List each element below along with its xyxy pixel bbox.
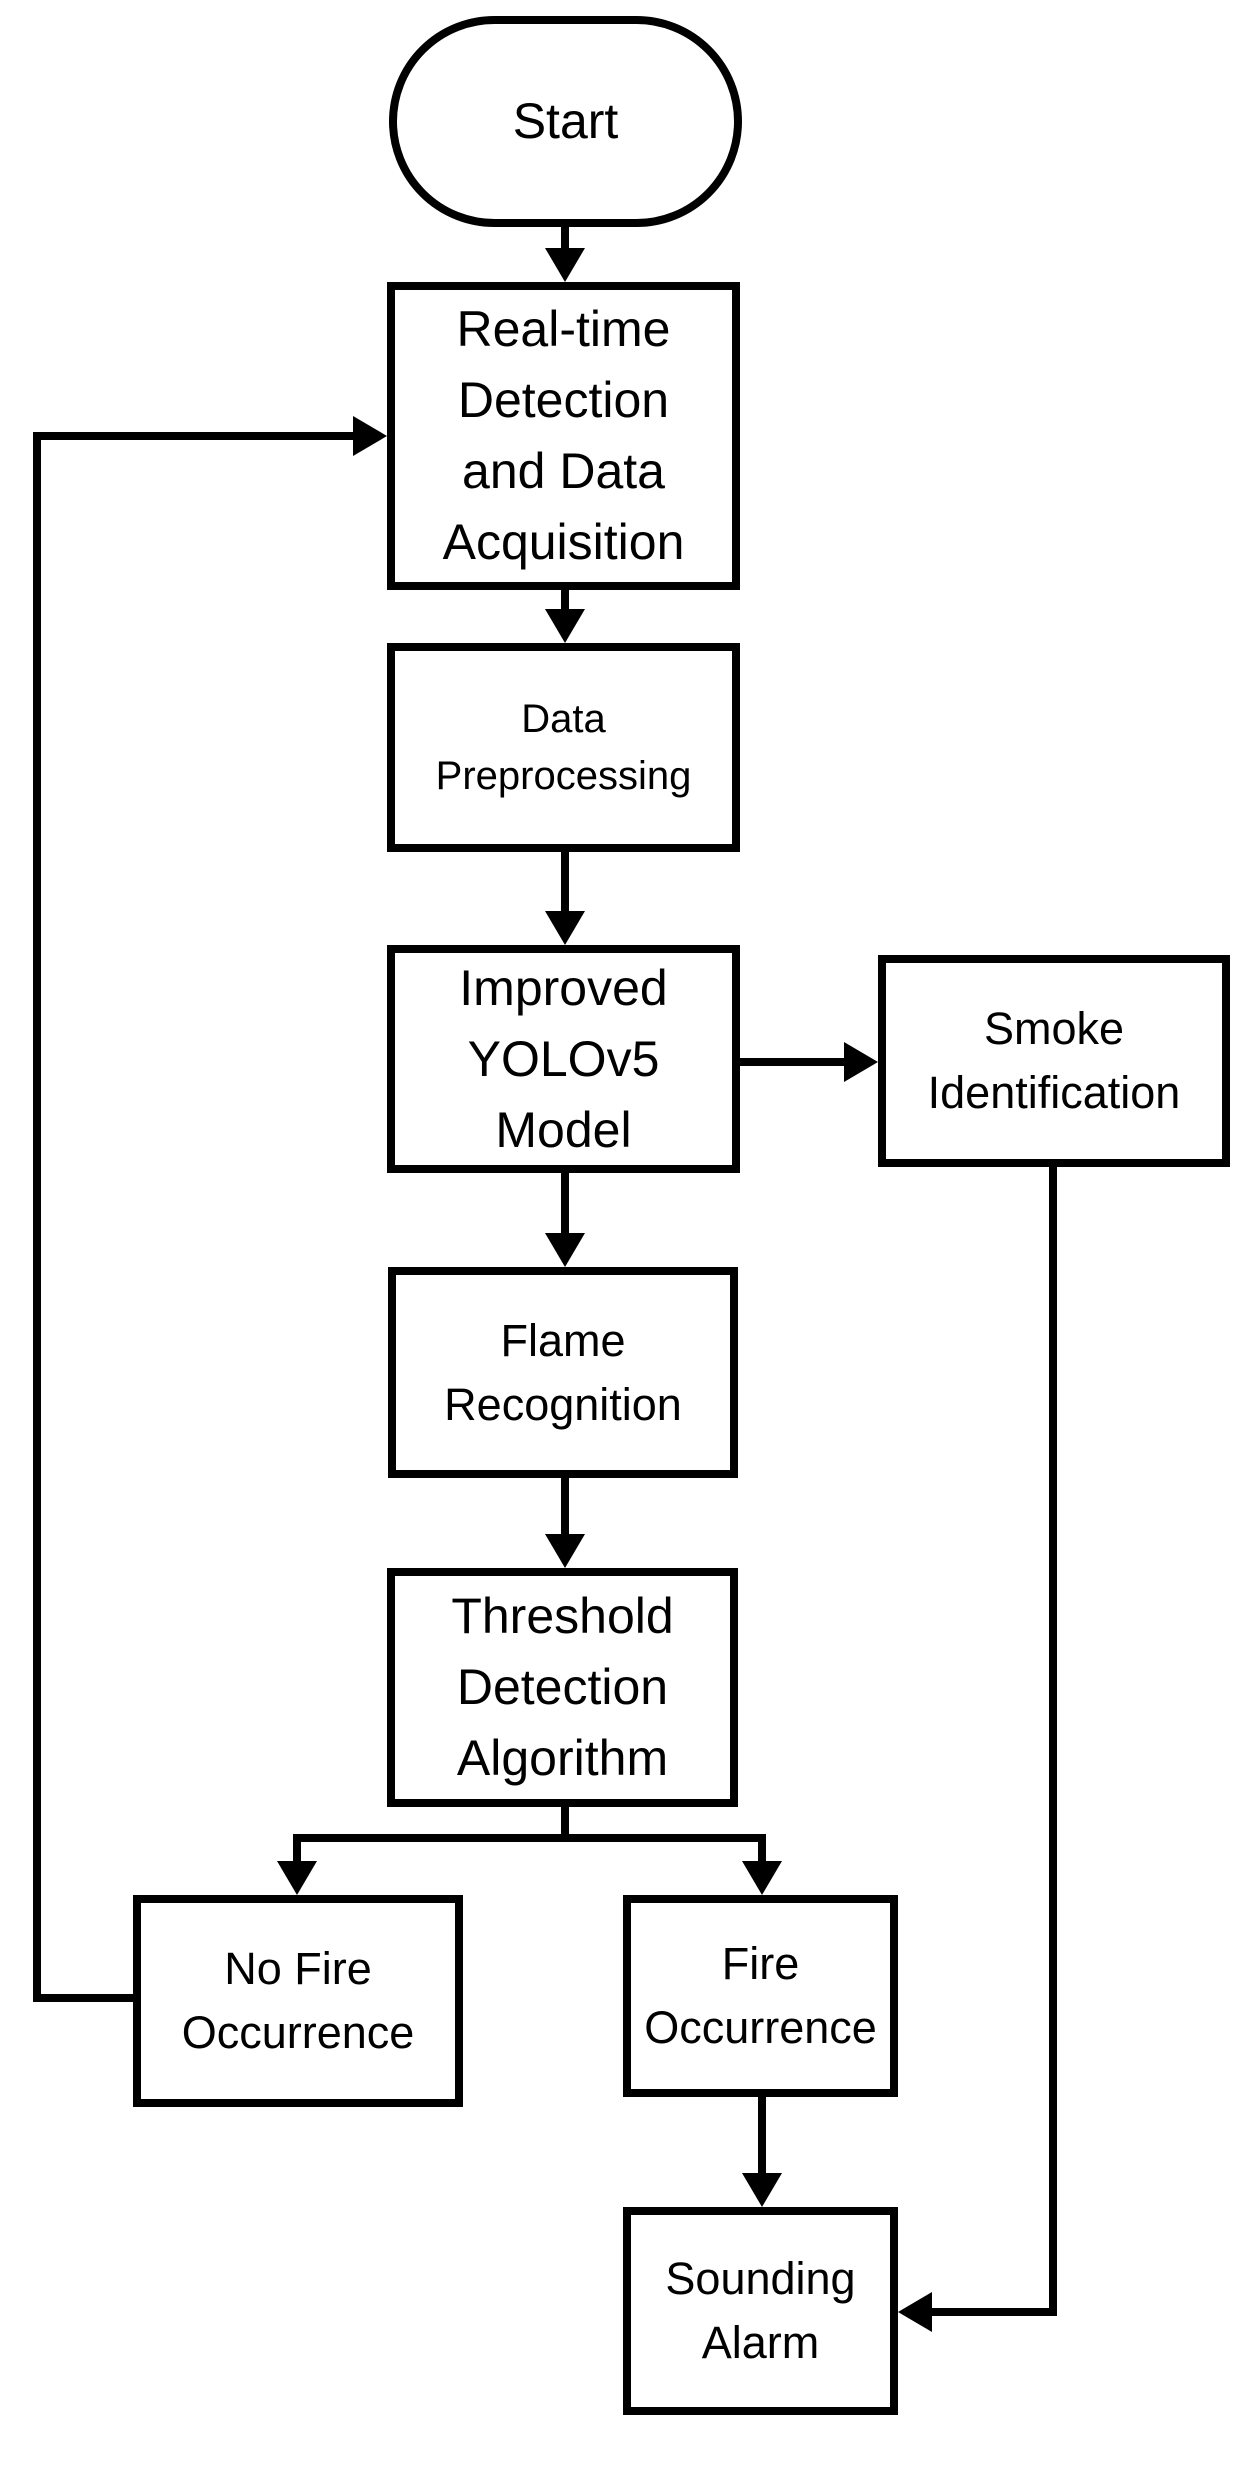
node-smoke-identification: Smoke Identification bbox=[878, 955, 1230, 1167]
edge-nofire-loop-top bbox=[33, 432, 353, 440]
edge-realtime-datapre-arrowhead bbox=[545, 609, 585, 643]
node-threshold-detection: Threshold Detection Algorithm bbox=[387, 1568, 738, 1807]
node-sounding-alarm: Sounding Alarm bbox=[623, 2207, 898, 2415]
node-start-label: Start bbox=[512, 93, 619, 149]
edge-threshold-split-bar bbox=[293, 1834, 766, 1842]
node-no-fire: No Fire Occurrence bbox=[133, 1895, 463, 2107]
edge-nofire-loop-bottom bbox=[37, 1994, 133, 2002]
edge-yolo-smoke-stem bbox=[740, 1058, 850, 1066]
edge-realtime-datapre-stem bbox=[561, 590, 569, 620]
edge-fire-alarm-stem bbox=[758, 2097, 766, 2177]
edge-split-fire-stem bbox=[758, 1834, 766, 1864]
edge-smoke-alarm-vertical bbox=[1049, 1167, 1057, 2316]
edge-yolo-flame-stem bbox=[561, 1173, 569, 1239]
node-realtime-detection: Real-time Detection and Data Acquisition bbox=[387, 282, 740, 590]
node-threshold-detection-label: Threshold Detection Algorithm bbox=[451, 1588, 674, 1786]
edge-start-realtime-arrowhead bbox=[545, 248, 585, 282]
edge-flame-threshold-stem bbox=[561, 1478, 569, 1540]
node-improved-yolov5-label: Improved YOLOv5 Model bbox=[459, 959, 668, 1158]
edge-start-realtime-stem bbox=[561, 227, 569, 257]
edge-flame-threshold-arrowhead bbox=[545, 1534, 585, 1568]
node-data-preprocessing-label: Data Preprocessing bbox=[435, 696, 692, 798]
node-flame-recognition: Flame Recognition bbox=[388, 1267, 738, 1478]
node-flame-recognition-label: Flame Recognition bbox=[444, 1314, 682, 1430]
edge-fire-alarm-arrowhead bbox=[742, 2173, 782, 2207]
edge-split-fire-arrowhead bbox=[742, 1861, 782, 1895]
edge-smoke-alarm-arrowhead bbox=[898, 2292, 932, 2332]
edge-split-nofire-stem bbox=[293, 1834, 301, 1864]
node-fire-label: Fire Occurrence bbox=[644, 1938, 877, 2053]
node-start: Start bbox=[389, 16, 742, 227]
node-sounding-alarm-label: Sounding Alarm bbox=[665, 2253, 856, 2368]
node-smoke-identification-label: Smoke Identification bbox=[927, 1003, 1181, 1118]
edge-datapre-yolo-stem bbox=[561, 852, 569, 920]
node-fire: Fire Occurrence bbox=[623, 1895, 898, 2097]
node-data-preprocessing: Data Preprocessing bbox=[387, 643, 740, 852]
edge-yolo-flame-arrowhead bbox=[545, 1233, 585, 1267]
edge-nofire-loop-arrowhead bbox=[353, 416, 387, 456]
edge-datapre-yolo-arrowhead bbox=[545, 911, 585, 945]
edge-nofire-loop-vertical bbox=[33, 432, 41, 2002]
edge-threshold-split-stem bbox=[561, 1807, 569, 1842]
node-realtime-detection-label: Real-time Detection and Data Acquisition bbox=[442, 301, 685, 570]
edge-yolo-smoke-arrowhead bbox=[844, 1042, 878, 1082]
node-improved-yolov5: Improved YOLOv5 Model bbox=[387, 945, 740, 1173]
edge-smoke-alarm-horizontal bbox=[928, 2308, 1057, 2316]
edge-split-nofire-arrowhead bbox=[277, 1861, 317, 1895]
node-no-fire-label: No Fire Occurrence bbox=[181, 1943, 415, 2058]
